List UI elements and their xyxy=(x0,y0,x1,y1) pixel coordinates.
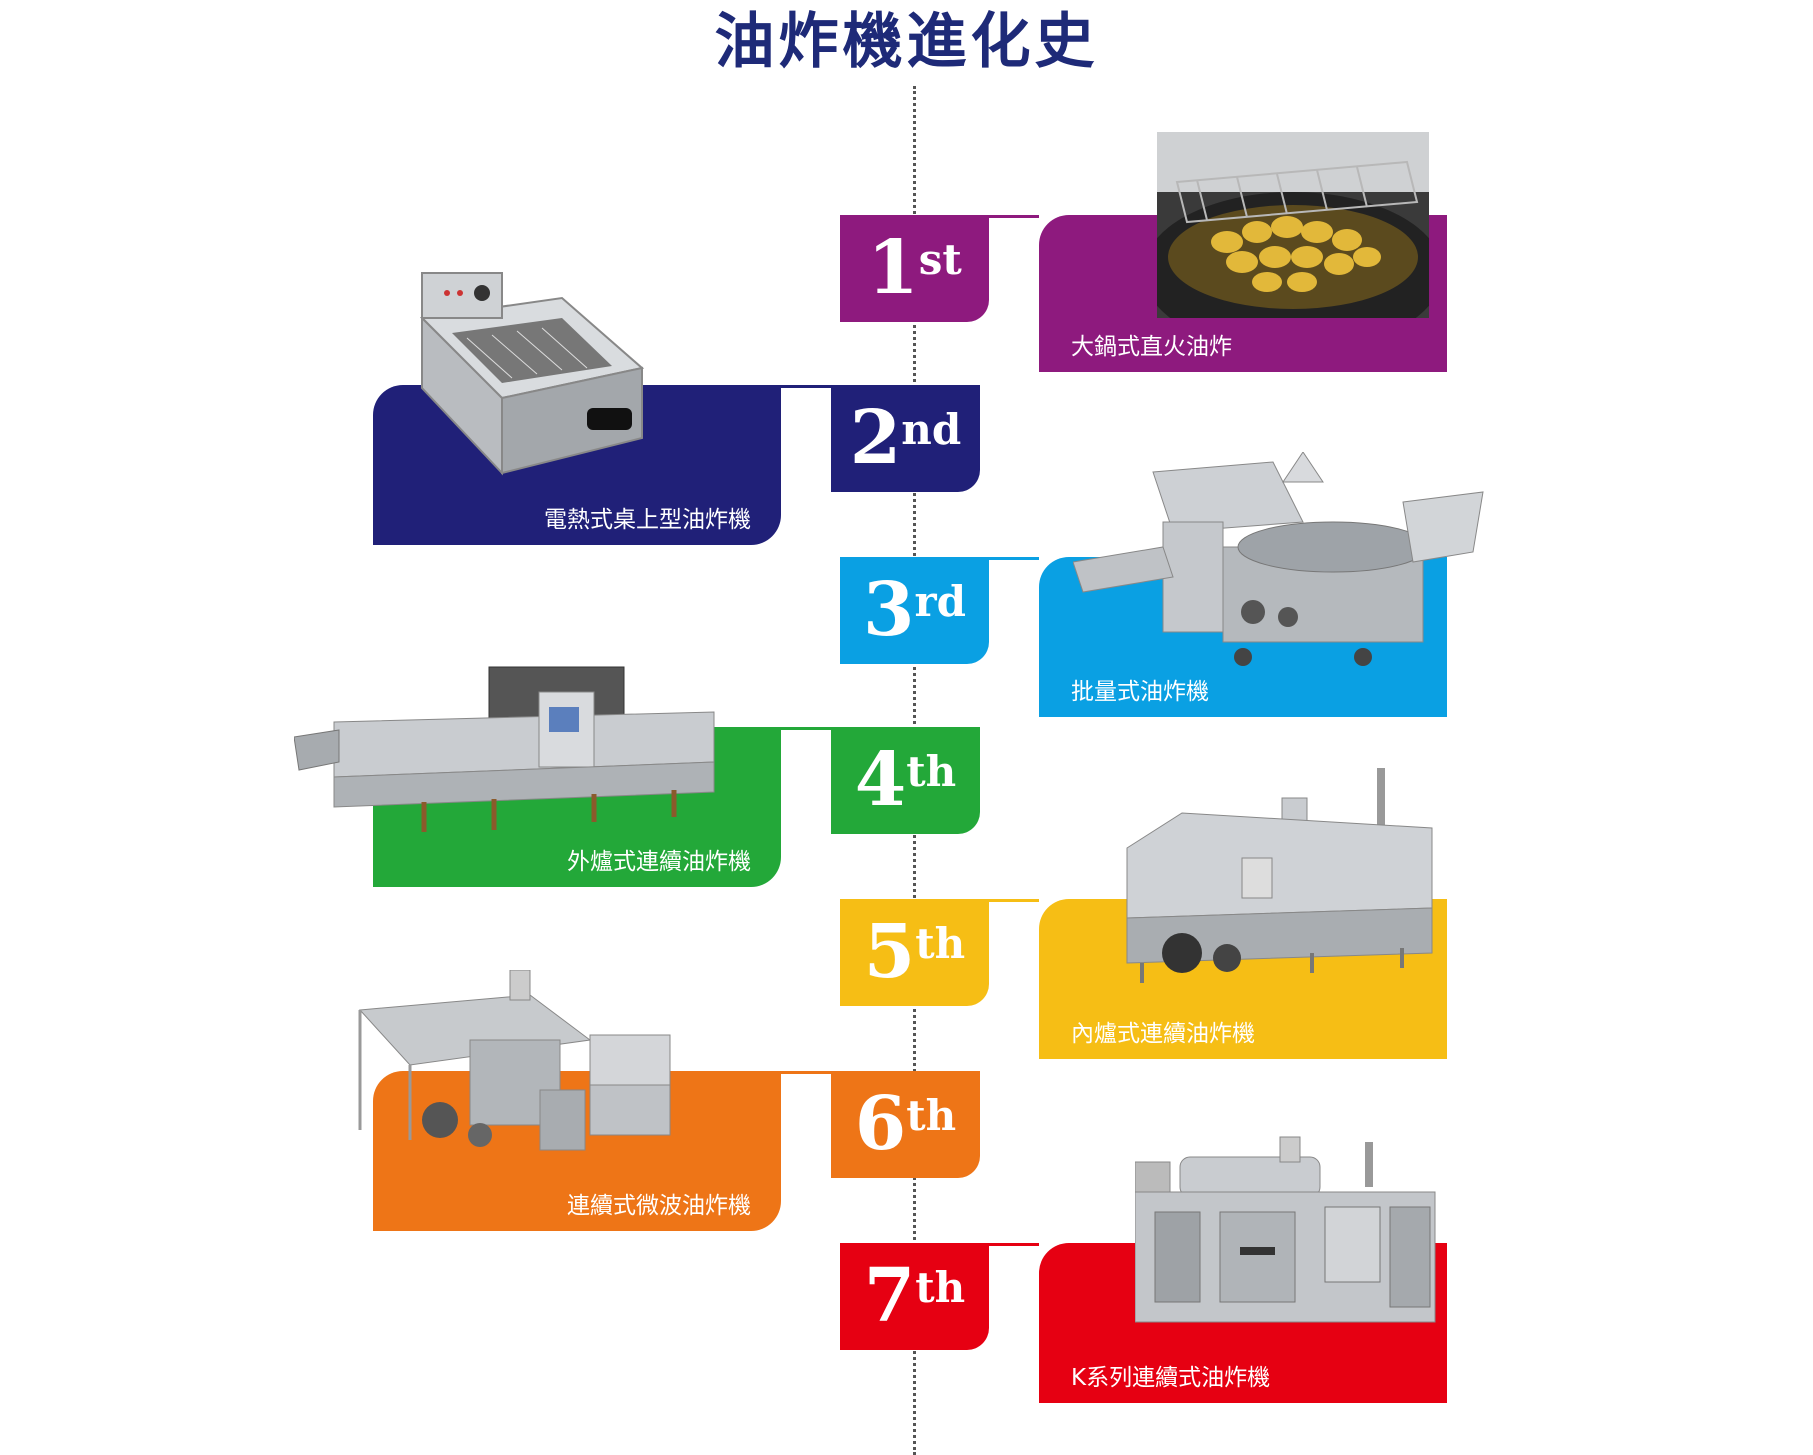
generation-label: K系列連續式油炸機 xyxy=(1071,1365,1271,1391)
k-series-fryer-photo xyxy=(1135,1136,1436,1323)
generation-label: 外爐式連續油炸機 xyxy=(567,849,751,875)
generation-badge-1: 1st xyxy=(840,215,989,322)
generation-badge-2: 2nd xyxy=(831,385,980,492)
external-furnace-fryer-photo xyxy=(294,666,715,832)
page-title: 油炸機進化史 xyxy=(714,7,1099,77)
batch-fryer-photo xyxy=(1073,452,1484,666)
generation-badge-7: 7th xyxy=(840,1243,989,1350)
internal-furnace-fryer-photo xyxy=(1126,768,1433,983)
generation-badge-5: 5th xyxy=(840,899,989,1006)
tabletop-fryer-photo xyxy=(419,272,645,476)
generation-badge-6: 6th xyxy=(831,1071,980,1178)
generation-label: 內爐式連續油炸機 xyxy=(1071,1021,1255,1047)
generation-badge-4: 4th xyxy=(831,727,980,834)
microwave-fryer-photo xyxy=(358,970,671,1151)
generation-label: 電熱式桌上型油炸機 xyxy=(544,507,751,533)
wok-fryer-photo xyxy=(1157,132,1429,318)
generation-badge-3: 3rd xyxy=(840,557,989,664)
generation-label: 批量式油炸機 xyxy=(1071,679,1209,705)
generation-label: 大鍋式直火油炸 xyxy=(1071,334,1232,360)
generation-label: 連續式微波油炸機 xyxy=(567,1193,751,1219)
